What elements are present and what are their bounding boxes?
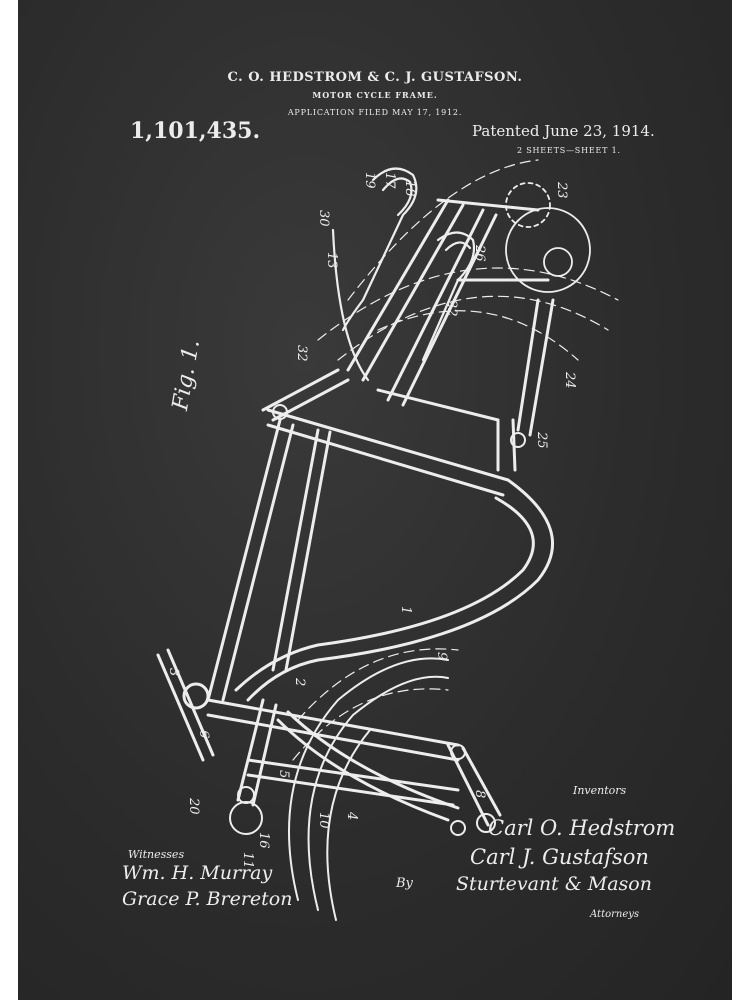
sheet-info: 2 SHEETS—SHEET 1.	[517, 146, 621, 155]
ref-22: 22	[444, 299, 459, 317]
ref-9: 9	[434, 652, 449, 660]
ref-4: 4	[344, 811, 359, 820]
wheel-arc-lines	[292, 159, 619, 761]
fork-joints	[229, 404, 526, 836]
ref-20: 20	[186, 797, 201, 815]
ref-8: 8	[472, 790, 487, 798]
by-label: By	[396, 876, 413, 891]
frame-tubes	[206, 198, 555, 702]
ref-25: 25	[534, 431, 549, 449]
ref-19: 19	[362, 172, 377, 189]
header-filed-date: APPLICATION FILED MAY 17, 1912.	[287, 108, 463, 117]
inventors-label: Inventors	[573, 784, 627, 797]
patent-number: 1,101,435.	[130, 118, 261, 144]
ref-2: 2	[292, 677, 307, 686]
ref-6: 6	[196, 730, 211, 738]
motorcycle-frame-drawing: 19 17 18 30 13 26 23 22 24 25 32 1 2 3 4…	[156, 159, 619, 921]
ref-17: 17	[382, 172, 397, 189]
witnesses-label: Witnesses	[128, 848, 185, 861]
attorneys-label: Attorneys	[590, 909, 640, 920]
ref-24: 24	[562, 371, 577, 389]
ref-5: 5	[276, 770, 291, 778]
patent-date: Patented June 23, 1914.	[472, 122, 655, 140]
inventor-signature-2: Carl J. Gustafson	[470, 845, 649, 869]
ref-10: 10	[316, 812, 331, 829]
ref-11: 11	[240, 852, 255, 869]
ref-13: 13	[324, 252, 339, 269]
witness-signature-2: Grace P. Brereton	[122, 888, 293, 910]
ref-18: 18	[402, 180, 417, 197]
front-wheel-arc	[288, 657, 449, 921]
ref-23: 23	[554, 181, 569, 199]
seat-sprocket	[505, 182, 591, 293]
chalkboard-background: C. O. HEDSTROM & C. J. GUSTAFSON. MOTOR …	[18, 0, 732, 1000]
attorney-signature: Sturtevant & Mason	[456, 873, 652, 895]
front-fork	[156, 648, 502, 827]
ref-1: 1	[398, 606, 413, 614]
ref-32: 32	[294, 345, 309, 362]
spring-loops	[331, 167, 476, 382]
reference-numerals: 19 17 18 30 13 26 23 22 24 25 32 1 2 3 4…	[166, 172, 577, 869]
ref-3: 3	[166, 668, 181, 676]
header-inventors: C. O. HEDSTROM & C. J. GUSTAFSON.	[227, 70, 523, 85]
ref-26: 26	[472, 244, 487, 262]
ref-30: 30	[316, 210, 331, 227]
witness-signature-1: Wm. H. Murray	[122, 862, 273, 884]
header-title: MOTOR CYCLE FRAME.	[312, 90, 438, 100]
inventor-signature-1: Carl O. Hedstrom	[488, 816, 676, 840]
ref-16: 16	[256, 832, 271, 849]
